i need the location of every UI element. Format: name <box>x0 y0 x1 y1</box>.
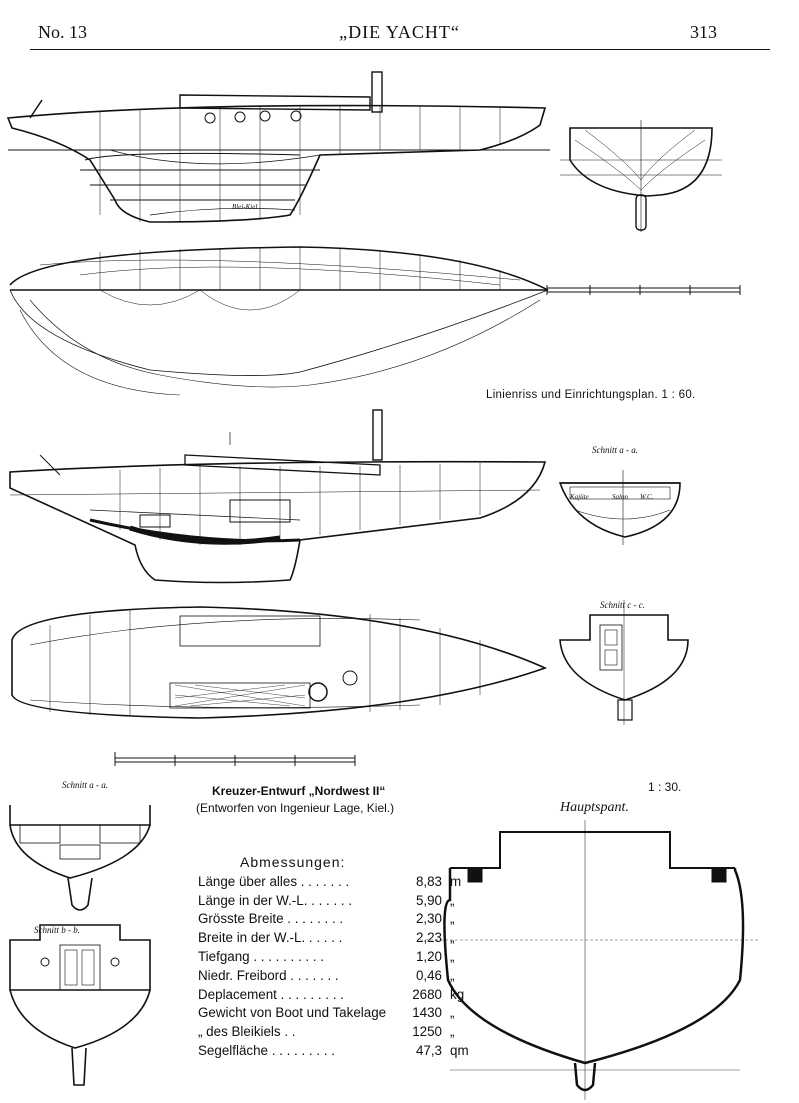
lines-plan-caption: Linienriss und Einrichtungsplan. 1 : 60. <box>486 389 696 401</box>
dim-label: Breite in der W.-L. . . . . . <box>198 930 343 946</box>
dim-value: 1,20 <box>415 949 442 965</box>
dim-value: 2,23 <box>415 930 442 946</box>
section-aa-top-label: Schnitt a - a. <box>592 445 638 455</box>
section-cc-label: Schnitt c - c. <box>600 600 645 610</box>
dim-label: Länge über alles . . . . . . . <box>198 873 350 889</box>
section-aa-left-label: Schnitt a - a. <box>62 780 108 790</box>
design-title: Kreuzer-Entwurf „Nordwest II“ <box>212 784 386 798</box>
dim-value: 1250 <box>412 1024 442 1040</box>
dim-label: „ des Bleikiels . . <box>198 1024 296 1040</box>
dim-value: 8,83 <box>415 873 442 889</box>
body-plan-drawing <box>560 120 722 232</box>
section-bb <box>9 924 151 1086</box>
table-row: Grösste Breite . . . . . . . . 2,30 „ <box>198 910 480 929</box>
section-aa-right <box>558 470 681 545</box>
table-row: Breite in der W.-L. . . . . . 2,23 „ <box>198 928 480 947</box>
table-row: Deplacement . . . . . . . . . 2680 kg <box>198 985 480 1004</box>
section-bb-label: Schnitt b - b. <box>34 925 80 935</box>
table-row: Tiefgang . . . . . . . . . . 1,20 „ <box>198 947 480 966</box>
table-row: Gewicht von Boot und Takelage 1430 „ <box>198 1004 480 1023</box>
dim-value: 2,30 <box>415 911 442 927</box>
half-breadth-plan <box>9 246 549 396</box>
dim-value: 2680 <box>412 986 442 1002</box>
table-row: Länge in der W.-L. . . . . . . 5,90 „ <box>198 891 480 910</box>
dim-value: 1430 <box>412 1005 442 1021</box>
midship-scale-label: 1 : 30. <box>648 780 682 794</box>
cabin-label: Kajüte <box>570 493 589 501</box>
table-row: „ des Bleikiels . . 1250 „ <box>198 1022 480 1041</box>
dim-label: Deplacement . . . . . . . . . <box>198 986 344 1002</box>
dim-value: 5,90 <box>415 892 442 908</box>
dim-label: Gewicht von Boot und Takelage <box>198 1005 387 1021</box>
issue-number: No. 13 <box>38 22 87 42</box>
midship-section-drawing <box>420 820 760 1100</box>
wc-label: W.C. <box>640 493 654 501</box>
dim-value: 47,3 <box>415 1043 442 1059</box>
dimensions-table: Länge über alles . . . . . . . 8,83 m Läng… <box>198 872 480 1060</box>
dim-unit: kg <box>450 986 465 1002</box>
dim-value: 0,46 <box>415 967 442 983</box>
dim-unit: „ <box>450 911 455 927</box>
dim-label: Tiefgang . . . . . . . . . . <box>198 949 325 965</box>
deck-plan-drawing <box>11 606 548 719</box>
dim-unit: „ <box>450 892 455 908</box>
lines-profile-drawing <box>6 71 550 223</box>
interior-profile-drawing <box>9 409 547 584</box>
dim-label: Grösste Breite . . . . . . . . <box>198 911 344 927</box>
magazine-title: „DIE YACHT“ <box>339 22 460 42</box>
dim-unit: „ <box>450 967 455 983</box>
dim-unit: „ <box>450 1024 455 1040</box>
dim-label: Segelfläche . . . . . . . . . <box>198 1043 335 1059</box>
dim-unit: m <box>450 873 462 889</box>
dimensions-heading: Abmessungen: <box>240 854 346 870</box>
section-cc <box>559 600 689 725</box>
scale-bar-upper <box>546 285 741 295</box>
scale-bar-middle <box>114 752 356 766</box>
designer-credit: (Entworfen von Ingenieur Lage, Kiel.) <box>196 801 395 815</box>
midship-label: Hauptspant. <box>560 800 629 815</box>
section-aa-left <box>9 805 151 911</box>
header-rule <box>30 49 770 50</box>
dim-label: Niedr. Freibord . . . . . . . <box>198 967 339 983</box>
table-row: Länge über alles . . . . . . . 8,83 m <box>198 872 480 891</box>
bleikiel-label: Blei-Kiel <box>232 203 258 211</box>
salon-label: Salon <box>612 493 628 501</box>
page-number: 313 <box>690 22 717 42</box>
dim-unit: qm <box>450 1043 469 1059</box>
dim-unit: „ <box>450 930 455 946</box>
dim-unit: „ <box>450 949 455 965</box>
table-row: Segelfläche . . . . . . . . . 47,3 qm <box>198 1041 480 1060</box>
dim-unit: „ <box>450 1005 455 1021</box>
dim-label: Länge in der W.-L. . . . . . . <box>198 892 353 908</box>
table-row: Niedr. Freibord . . . . . . . 0,46 „ <box>198 966 480 985</box>
